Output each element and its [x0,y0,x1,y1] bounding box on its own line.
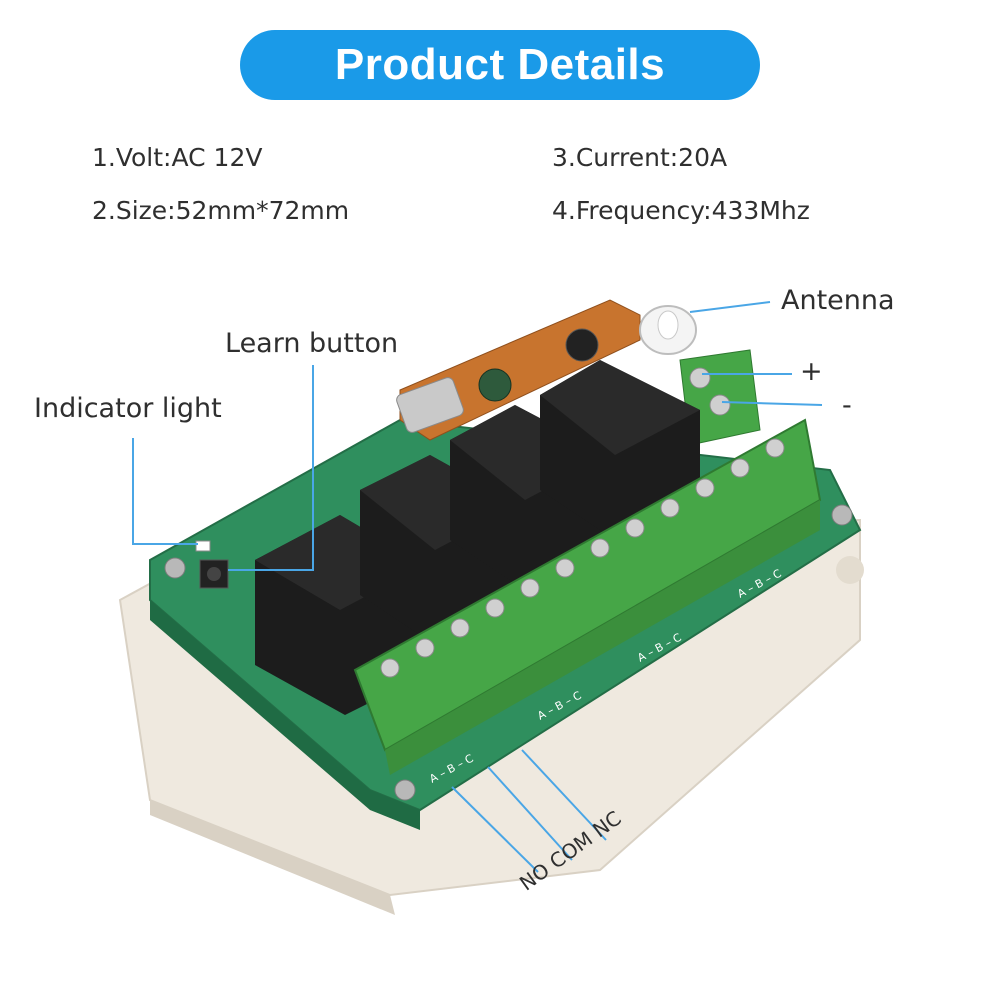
minus-leader [721,401,823,406]
spec-current: 3.Current:20A [552,143,728,172]
terminal-screws [380,438,785,678]
no-leader [451,786,539,873]
antenna-leader [689,301,771,313]
screw-icon [831,504,853,526]
minus-label: - [842,390,852,421]
spec-size: 2.Size:52mm*72mm [92,196,350,225]
capacitor [478,368,512,402]
learn-button-leader [228,365,314,571]
screw-icon [394,779,416,801]
learn-button-part [199,559,229,589]
nc-leader [521,749,607,841]
page-title: Product Details [240,30,760,100]
rf-module [396,299,641,441]
indicator-led [195,540,211,552]
screw-icon [164,557,186,579]
capacitor [565,328,599,362]
indicator-light-leader [132,438,198,545]
callout-lines [132,301,823,873]
indicator-light-label: Indicator light [34,393,222,424]
com-leader [487,766,573,861]
antenna-label: Antenna [781,285,895,316]
antenna [639,305,697,355]
relay [540,360,700,540]
spec-volt: 1.Volt:AC 12V [92,143,263,172]
relays [255,360,700,715]
learn-button-label: Learn button [225,328,399,359]
spec-frequency: 4.Frequency:433Mhz [552,196,810,225]
plus-label: + [800,356,823,387]
